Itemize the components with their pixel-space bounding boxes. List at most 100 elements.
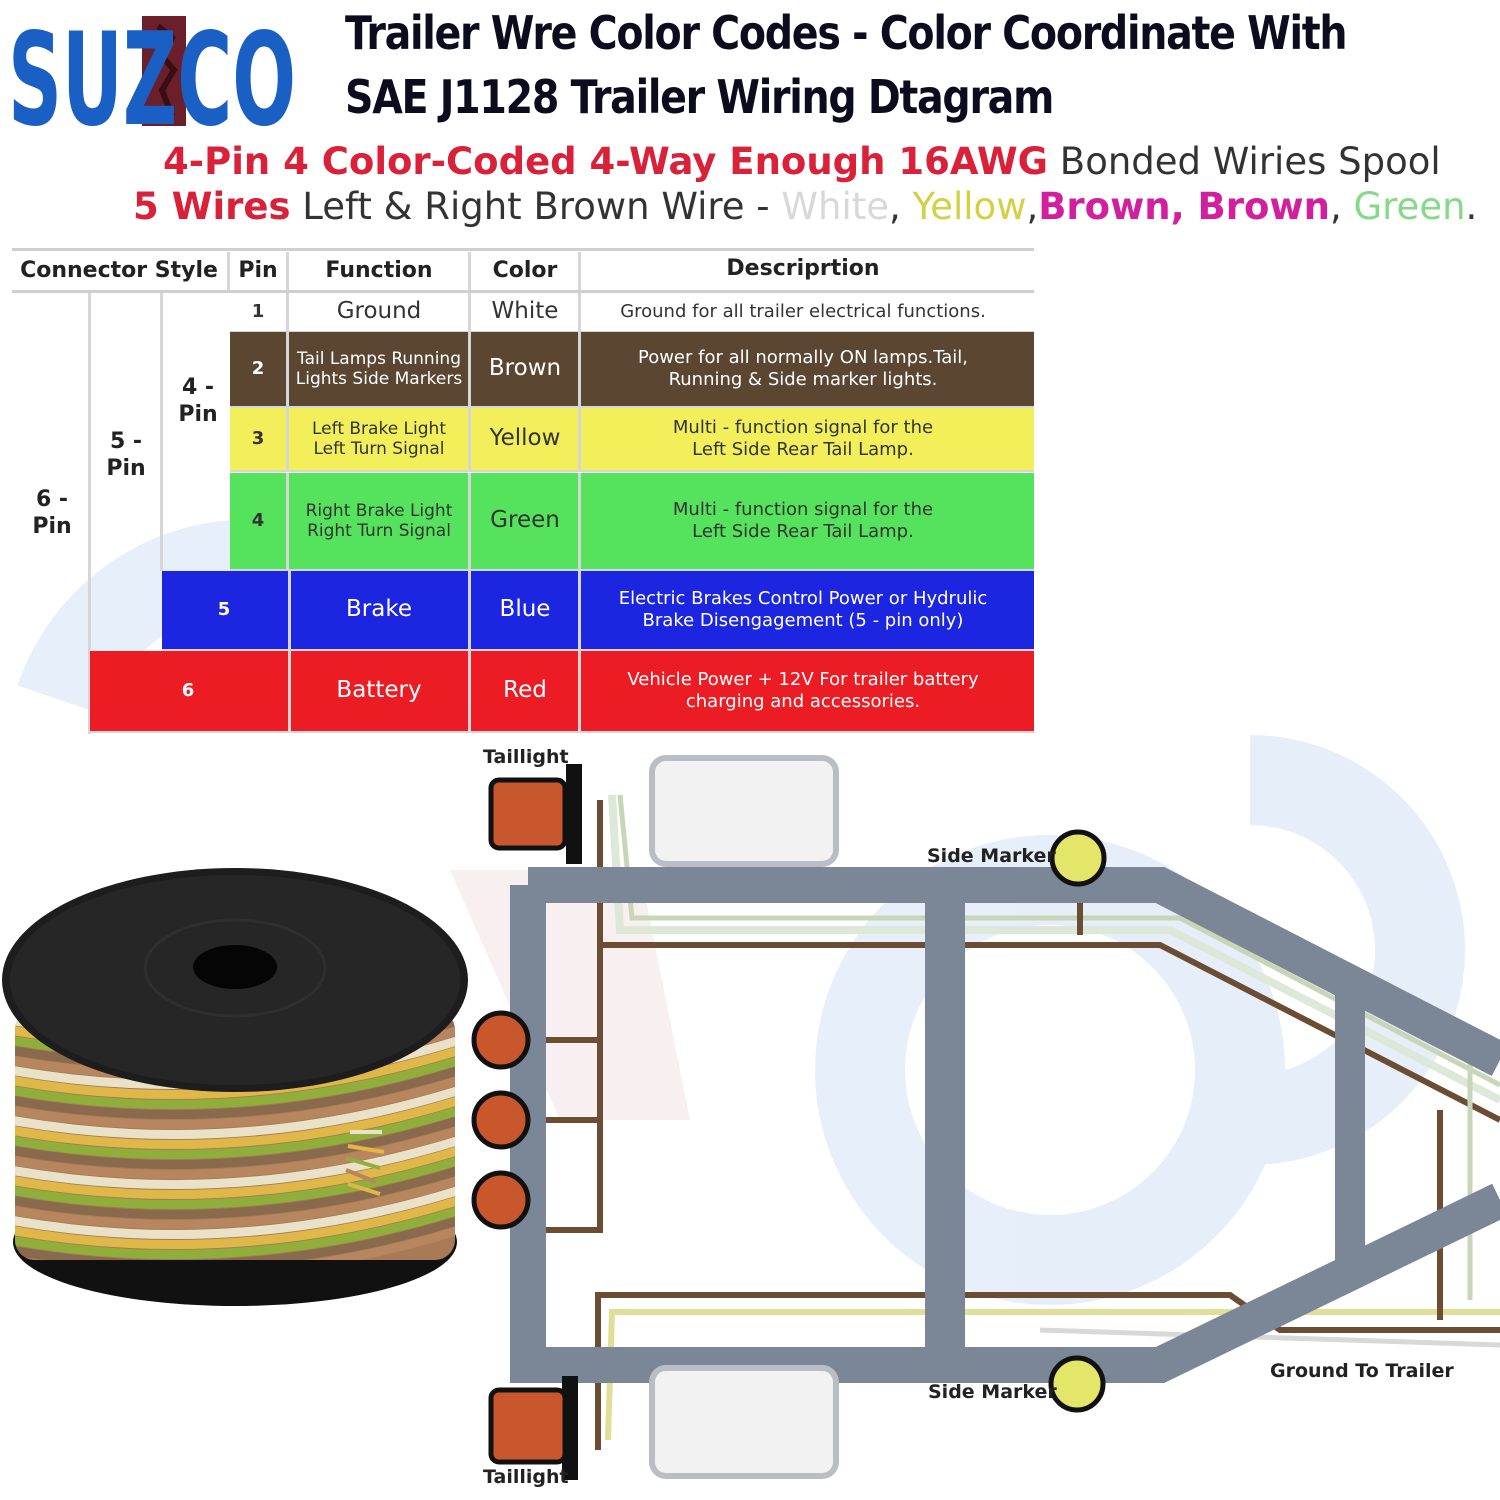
row-divider <box>230 470 1034 472</box>
color-cell-text: Green <box>490 507 560 534</box>
group-4-pin-line2: Pin <box>178 402 218 427</box>
description-cell-text: Multi - function signal for the <box>672 417 934 439</box>
label-side-marker-top: Side Marker <box>927 845 1056 867</box>
function-cell-text: Tail Lamps Running <box>297 348 461 369</box>
wire-band <box>15 1135 455 1190</box>
table-row <box>230 293 1034 331</box>
col-divider <box>468 473 471 569</box>
function-cell-text: Right Turn Signal <box>307 521 451 541</box>
color-cell: Green <box>472 473 578 569</box>
subtitle-line-2: 5 Wires Left & Right Brown Wire - White,… <box>0 185 1500 228</box>
color-cell: Blue <box>472 571 578 649</box>
col-divider <box>578 252 581 290</box>
wire-color-table: Connector Style Pin Function Color Descr… <box>12 248 1034 734</box>
header-function: Function <box>325 257 433 283</box>
function-cell: Battery <box>290 651 468 731</box>
col-divider <box>468 293 471 331</box>
description-cell-text: Running & Side marker lights. <box>668 369 938 390</box>
wire-band <box>15 1215 455 1260</box>
wire-band <box>15 1195 455 1250</box>
suzco-logo: SUZCO <box>8 6 296 134</box>
function-cell-text: Ground <box>336 298 422 325</box>
wire-band <box>15 1075 455 1130</box>
function-cell: Brake <box>290 571 468 649</box>
group-5-pin-line1: 5 - <box>109 428 143 454</box>
title-line-2: SAE J1128 Trailer Wiring Dtagram <box>345 70 1054 124</box>
wire-band <box>15 1105 455 1160</box>
table-row <box>162 571 1034 649</box>
col-divider <box>468 651 471 731</box>
label-side-marker-bottom: Side Marker <box>928 1381 1057 1403</box>
col-divider <box>468 571 471 649</box>
wire-band <box>15 1085 455 1140</box>
group-divider <box>88 293 91 734</box>
label-taillight-bottom: Taillight <box>483 1466 569 1488</box>
function-cell-text: Left Brake Light <box>312 418 446 439</box>
col-divider <box>578 293 581 331</box>
row-divider <box>90 731 1034 733</box>
wire-brown: Brown, Brown <box>1038 185 1330 228</box>
pin-number: 4 <box>230 473 286 569</box>
pin-number: 2 <box>230 332 286 406</box>
color-cell-text: Brown <box>488 355 562 382</box>
function-cell-text: Brake <box>346 596 412 623</box>
wire-band <box>15 1165 455 1220</box>
wire-band <box>15 1185 455 1240</box>
side-marker-bottom <box>1048 1355 1106 1413</box>
pin-number-text: 4 <box>251 510 265 532</box>
id-lamp-2 <box>471 1090 531 1150</box>
function-cell-text: Right Brake Light <box>305 500 453 521</box>
pin-number-text: 1 <box>251 301 265 323</box>
wire-band <box>15 1125 455 1180</box>
wire-count: 5 Wires <box>133 185 291 228</box>
table-row <box>230 408 1034 470</box>
group-4-pin: 4 - Pin <box>162 366 234 436</box>
description-cell-text: Multi - function signal for the <box>672 499 934 521</box>
subtitle-highlight: 4-Pin 4 Color-Coded 4-Way Enough 16AWG <box>163 140 1049 183</box>
col-divider <box>578 473 581 569</box>
fender-bottom <box>649 1365 839 1479</box>
wire-green: Green <box>1353 185 1466 228</box>
pin-number: 3 <box>230 408 286 470</box>
col-divider <box>578 408 581 470</box>
col-divider <box>468 252 471 290</box>
wire-band <box>15 1055 455 1110</box>
taillight-bottom <box>488 1387 568 1465</box>
table-row <box>230 332 1034 406</box>
table-row <box>90 651 1034 731</box>
wire-band <box>15 1205 455 1260</box>
color-cell: Yellow <box>472 408 578 470</box>
color-cell-text: Red <box>503 677 547 704</box>
separator: , <box>1329 185 1354 228</box>
col-divider <box>578 571 581 649</box>
separator: , <box>1026 185 1039 228</box>
col-divider <box>286 252 289 290</box>
function-cell-text: Left Turn Signal <box>313 439 445 459</box>
wire-band <box>15 1095 455 1150</box>
description-cell-text: Left Side Rear Tail Lamp. <box>692 439 914 460</box>
pin-number-text: 2 <box>251 358 265 380</box>
group-4-pin-line1: 4 - <box>181 374 215 400</box>
row-divider <box>230 406 1034 408</box>
col-divider <box>288 651 291 731</box>
separator: . <box>1465 185 1478 228</box>
color-cell: Brown <box>472 332 578 406</box>
pin-number: 6 <box>90 651 286 731</box>
description-cell-text: Vehicle Power + 12V For trailer battery <box>627 669 979 691</box>
description-cell: Power for all normally ON lamps.Tail,Run… <box>582 332 1024 406</box>
wire-brown-left <box>540 945 603 1233</box>
description-cell: Electric Brakes Control Power or Hydruli… <box>582 571 1024 649</box>
function-cell-text: Lights Side Markers <box>295 369 463 389</box>
col-divider <box>286 473 289 569</box>
group-6-pin: 6 - Pin <box>12 478 92 548</box>
wire-spool-image <box>2 868 468 1306</box>
color-cell-text: White <box>491 298 559 325</box>
pin-number: 1 <box>230 293 286 331</box>
description-cell: Ground for all trailer electrical functi… <box>582 293 1024 331</box>
color-cell: Red <box>472 651 578 731</box>
col-divider <box>286 293 289 331</box>
